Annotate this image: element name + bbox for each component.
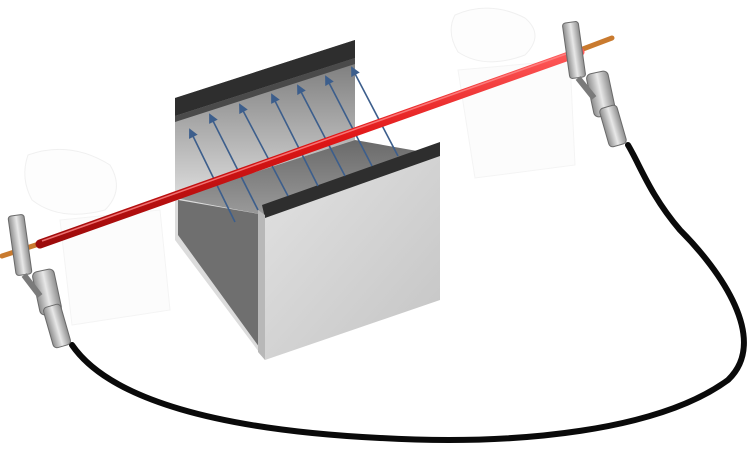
clip-left-boot xyxy=(43,303,71,349)
magnet-inner-cavity xyxy=(175,140,440,215)
clip-right xyxy=(562,21,627,148)
lead-wire xyxy=(69,142,747,443)
field-line xyxy=(297,84,346,177)
background-decoration xyxy=(24,7,576,326)
field-line xyxy=(239,103,289,197)
magnet-front-pole-face xyxy=(262,142,440,218)
field-line xyxy=(209,113,259,211)
field-line xyxy=(189,128,236,223)
field-line xyxy=(271,93,319,187)
magnetic-field-lines xyxy=(189,66,399,223)
clip-right-boot xyxy=(599,104,627,148)
magnet-back-pole-face xyxy=(175,40,355,116)
magnet-front-face xyxy=(265,155,440,360)
field-line xyxy=(351,66,399,157)
clip-left-head xyxy=(7,214,33,276)
rod-body xyxy=(35,47,585,249)
clip-left xyxy=(7,214,71,349)
field-line xyxy=(325,75,373,167)
u-magnet xyxy=(175,40,440,360)
clip-right-head xyxy=(562,21,586,79)
magnet-back-wall xyxy=(175,40,355,198)
